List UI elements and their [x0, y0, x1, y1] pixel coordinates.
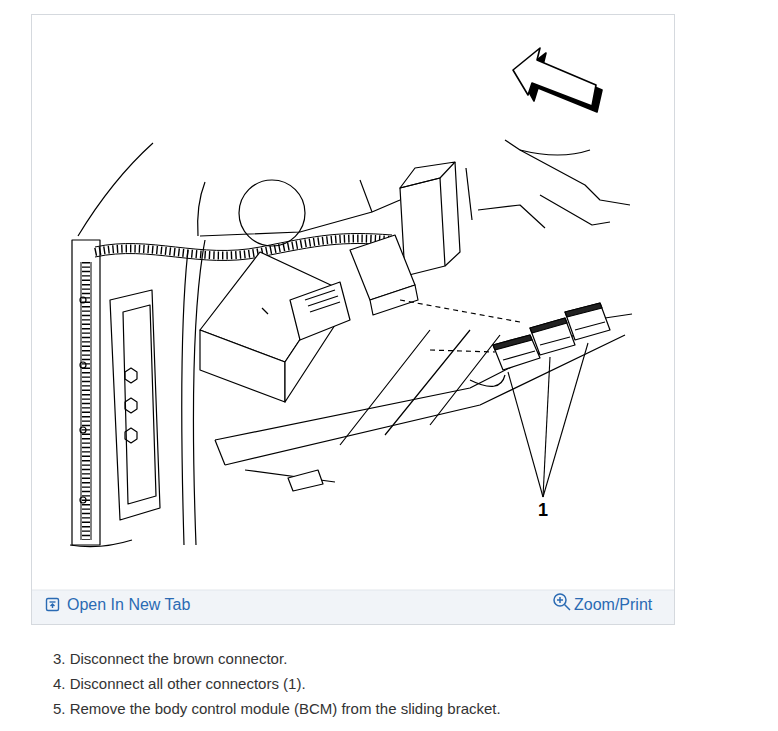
vehicle-structure-part [72, 240, 100, 545]
wiring-harness-part [95, 239, 392, 256]
label-holder: 5. Remove the body control module (BCM) … [53, 700, 501, 718]
open-tab-icon-part [51, 604, 55, 608]
connectors-part [565, 303, 602, 317]
module-assembly-part [430, 350, 495, 352]
connectors-part [493, 335, 540, 370]
vehicle-structure-part [70, 540, 132, 547]
label-holder: Zoom/Print [574, 596, 652, 614]
module-assembly-part [400, 300, 520, 322]
vehicle-structure-part [400, 178, 445, 276]
module-assembly-part [225, 335, 625, 465]
module-assembly-part [290, 282, 350, 340]
figure-frame-part [32, 590, 674, 624]
zoom-icon-part [559, 597, 561, 603]
wiring-harness-part [81, 262, 91, 540]
open-tab-icon [47, 599, 59, 611]
connectors-part [493, 335, 532, 350]
vehicle-structure-part [505, 140, 630, 205]
vehicle-structure-part [110, 290, 160, 520]
label-holder: Open In New Tab [67, 596, 190, 614]
vehicle-structure-part [123, 305, 156, 504]
module-assembly [200, 235, 625, 491]
link-text: Zoom/Print [574, 596, 652, 614]
link-text: Open In New Tab [67, 596, 190, 614]
connectors-part [540, 337, 570, 345]
connectors [493, 303, 632, 370]
vehicle-structure-part [125, 398, 137, 413]
zoom-icon-part [565, 605, 571, 611]
step-text: 4. Disconnect all other connectors (1). [53, 675, 306, 692]
figure-frame [32, 15, 675, 625]
connectors-part [530, 318, 575, 355]
vehicle-structure-part [466, 168, 472, 220]
vehicle-structure-part [360, 180, 372, 212]
module-assembly-part [370, 285, 418, 315]
module-assembly-part [340, 330, 500, 445]
vehicle-structure-part [445, 162, 460, 266]
zoom-icon-part [554, 594, 566, 606]
wiring-harness-part [95, 234, 392, 251]
module-assembly-part [310, 302, 340, 312]
vehicle-structure-part [520, 150, 590, 155]
vehicle-structure-part [125, 368, 137, 383]
label-holder: 4. Disconnect all other connectors (1). [53, 675, 306, 693]
wiring-harness-part [95, 244, 392, 261]
open-tab-icon-part [50, 601, 56, 602]
connectors-part [575, 322, 605, 330]
vehicle-structure-part [78, 143, 153, 236]
leader-lines-part [543, 343, 588, 497]
callout-number: 1 [538, 500, 548, 521]
vehicle-structure-part [125, 428, 137, 443]
vehicle-structure [70, 140, 630, 547]
zoom-icon [554, 594, 570, 610]
vehicle-structure-part [198, 182, 205, 236]
vehicle-structure-part [540, 195, 610, 225]
direction-arrow [513, 48, 602, 112]
figure-frame-part [32, 15, 675, 625]
module-assembly-part [262, 308, 268, 314]
connectors-part [503, 351, 535, 360]
vehicle-structure-part [239, 180, 305, 246]
direction-arrow-part [513, 48, 596, 106]
vehicle-structure-part [478, 205, 545, 228]
step-text: 5. Remove the body control module (BCM) … [53, 700, 501, 717]
vehicle-structure-part [182, 250, 188, 545]
connectors-part [530, 318, 567, 333]
wiring-harness-part [82, 262, 90, 540]
module-assembly-part [288, 470, 323, 491]
step-text: 3. Disconnect the brown connector. [53, 650, 287, 667]
vehicle-structure-part [400, 162, 455, 188]
connectors-part [565, 303, 610, 340]
open-tab-icon-part [47, 599, 59, 611]
wiring-harness [81, 234, 392, 541]
figure-frame-part [32, 590, 674, 591]
connectors-part [605, 314, 632, 318]
label-holder: 1 [538, 500, 548, 521]
module-assembly-part [215, 440, 225, 465]
module-assembly-part [470, 375, 505, 386]
module-assembly-part [200, 330, 285, 402]
leader-lines-part [508, 372, 543, 497]
label-holder: 3. Disconnect the brown connector. [53, 650, 287, 668]
leader-lines [508, 343, 588, 497]
vehicle-structure-part [193, 240, 205, 545]
